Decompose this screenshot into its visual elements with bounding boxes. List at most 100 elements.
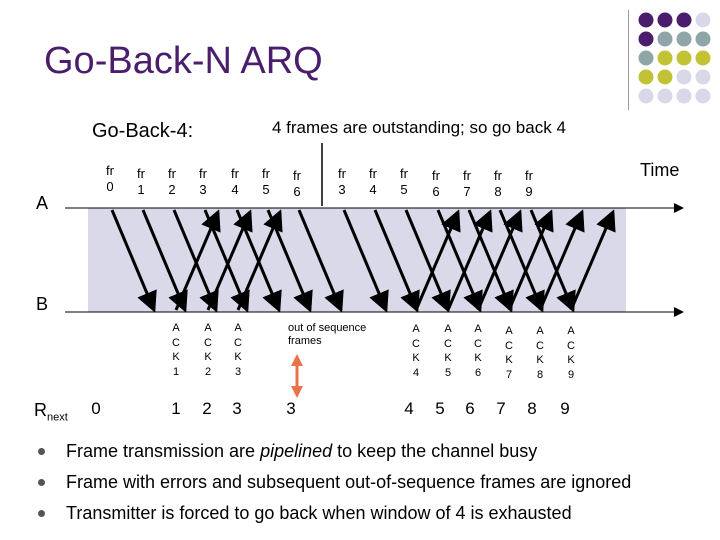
ack-label-char: A	[533, 324, 547, 339]
frame-label-number: 6	[285, 184, 309, 200]
frame-label-number: 3	[191, 182, 215, 198]
bullet-list: Frame transmission are pipelined to keep…	[38, 436, 631, 529]
rnext-value: 3	[227, 399, 247, 419]
ack-label-char: A	[564, 324, 578, 339]
frame-label: fr9	[517, 168, 541, 200]
rnext-value: 6	[460, 399, 480, 419]
frame-label-number: 4	[361, 182, 385, 198]
bullet-item: Transmitter is forced to go back when wi…	[38, 498, 631, 529]
frame-label-number: 5	[254, 182, 278, 198]
ack-label-char: A	[409, 322, 423, 337]
ack-label-char: K	[169, 350, 183, 365]
ack-label-char: C	[201, 336, 215, 351]
ack-label-char: A	[502, 324, 516, 339]
frame-label-prefix: fr	[424, 168, 448, 184]
frame-label-number: 4	[223, 182, 247, 198]
frame-label-prefix: fr	[455, 168, 479, 184]
ack-label-char: K	[533, 353, 547, 368]
ack-label-char: C	[441, 337, 455, 352]
bullet-emphasis: pipelined	[260, 441, 332, 461]
ack-label-char: 4	[409, 366, 423, 381]
ack-label-char: K	[441, 351, 455, 366]
rnext-value: 3	[281, 399, 301, 419]
frame-label-number: 0	[98, 179, 122, 195]
frame-label-prefix: fr	[191, 166, 215, 182]
ack-label: ACK2	[201, 321, 215, 379]
time-label: Time	[640, 160, 679, 181]
frame-label-prefix: fr	[361, 166, 385, 182]
ack-label-char: A	[471, 322, 485, 337]
ack-label-char: K	[564, 353, 578, 368]
ack-label-char: K	[231, 350, 245, 365]
bullet-dot-icon	[38, 479, 45, 486]
rnext-value: 7	[491, 399, 511, 419]
frame-label: fr4	[223, 166, 247, 198]
ack-label: ACK8	[533, 324, 547, 382]
ack-label-char: 5	[441, 366, 455, 381]
bullet-dot-icon	[38, 448, 45, 455]
frame-label-prefix: fr	[330, 166, 354, 182]
ack-label-char: 7	[502, 368, 516, 383]
ack-label-char: A	[201, 321, 215, 336]
ack-label-char: K	[502, 353, 516, 368]
ack-label-char: C	[533, 339, 547, 354]
frame-label-prefix: fr	[129, 166, 153, 182]
frame-label-prefix: fr	[392, 166, 416, 182]
ack-label-char: C	[231, 336, 245, 351]
frame-label-prefix: fr	[486, 168, 510, 184]
bullet-text: Transmitter is forced to go back when wi…	[66, 503, 572, 523]
rnext-value: 1	[166, 399, 186, 419]
frame-label-prefix: fr	[285, 168, 309, 184]
rnext-value: 4	[399, 399, 419, 419]
ack-label-char: K	[471, 351, 485, 366]
frame-label-number: 1	[129, 182, 153, 198]
frame-label-prefix: fr	[517, 168, 541, 184]
rnext-value: 8	[522, 399, 542, 419]
ack-label-char: 3	[231, 365, 245, 380]
bullet-text: Frame transmission are	[66, 441, 260, 461]
ack-label: ACK9	[564, 324, 578, 382]
rnext-label-sub: next	[47, 412, 68, 424]
ack-label-char: A	[441, 322, 455, 337]
bullet-item: Frame with errors and subsequent out-of-…	[38, 467, 631, 498]
frame-label-prefix: fr	[223, 166, 247, 182]
ack-label-char: A	[231, 321, 245, 336]
frame-label-prefix: fr	[254, 166, 278, 182]
rnext-value: 2	[197, 399, 217, 419]
rnext-label-main: R	[34, 400, 47, 420]
frame-label: fr1	[129, 166, 153, 198]
receiver-label: B	[36, 294, 48, 315]
rnext-value: 0	[86, 399, 106, 419]
ack-label-char: K	[201, 350, 215, 365]
ack-label: ACK6	[471, 322, 485, 380]
frame-label-prefix: fr	[160, 166, 184, 182]
frame-label-number: 9	[517, 184, 541, 200]
frame-label-number: 3	[330, 182, 354, 198]
bullet-item: Frame transmission are pipelined to keep…	[38, 436, 631, 467]
frame-label-number: 6	[424, 184, 448, 200]
ack-label-char: 1	[169, 365, 183, 380]
out-of-sequence-label: out of sequence frames	[288, 322, 398, 348]
rnext-value: 9	[555, 399, 575, 419]
ack-label-char: 9	[564, 368, 578, 383]
frame-label-number: 7	[455, 184, 479, 200]
sender-label: A	[36, 193, 48, 214]
frame-label: fr6	[424, 168, 448, 200]
ack-label-char: 2	[201, 365, 215, 380]
frame-label-number: 8	[486, 184, 510, 200]
ack-label-char: C	[169, 336, 183, 351]
ack-label-char: K	[409, 351, 423, 366]
